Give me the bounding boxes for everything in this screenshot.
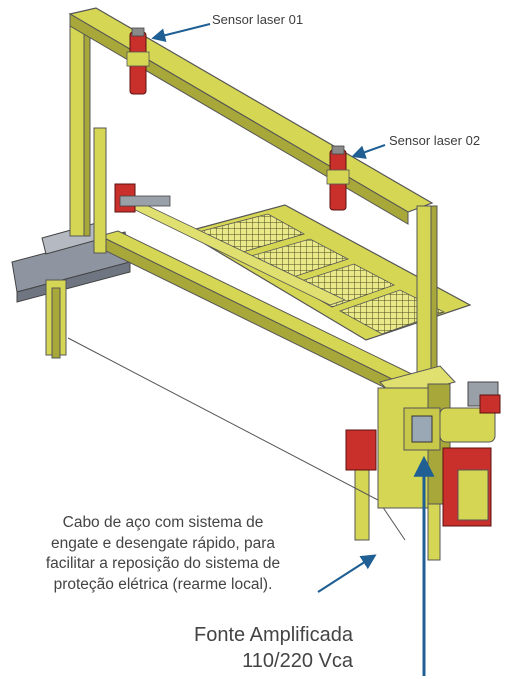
fonte-line-1: Fonte Amplificada — [194, 624, 353, 646]
laser-sensor-02-icon — [326, 145, 350, 211]
arrow-sensor-02 — [351, 144, 386, 159]
arrow-cable — [317, 554, 377, 593]
label-sensor-laser-02: Sensor laser 02 — [389, 133, 481, 148]
left-posts — [51, 13, 107, 359]
label-cable-description: Cabo de aço com sistema de engate e dese… — [0, 513, 326, 595]
label-power-supply: Fonte Amplificada 110/220 Vca — [194, 622, 353, 674]
laser-sensor-01-icon — [126, 27, 150, 95]
arrow-sensor-01 — [151, 23, 211, 43]
cable-line-1: Cabo de aço com sistema de — [62, 514, 264, 531]
left-release-mechanism — [114, 183, 171, 213]
cable-line-2: engate e desengate rápido, para — [50, 534, 276, 552]
right-assembly — [345, 365, 501, 527]
fonte-line-2: 110/220 Vca — [242, 650, 353, 672]
cable-line-4: proteção elétrica (rearme local). — [53, 575, 273, 593]
label-sensor-laser-01: Sensor laser 01 — [212, 12, 304, 27]
cable-line-3: facilitar a reposição do sistema de — [45, 555, 281, 572]
